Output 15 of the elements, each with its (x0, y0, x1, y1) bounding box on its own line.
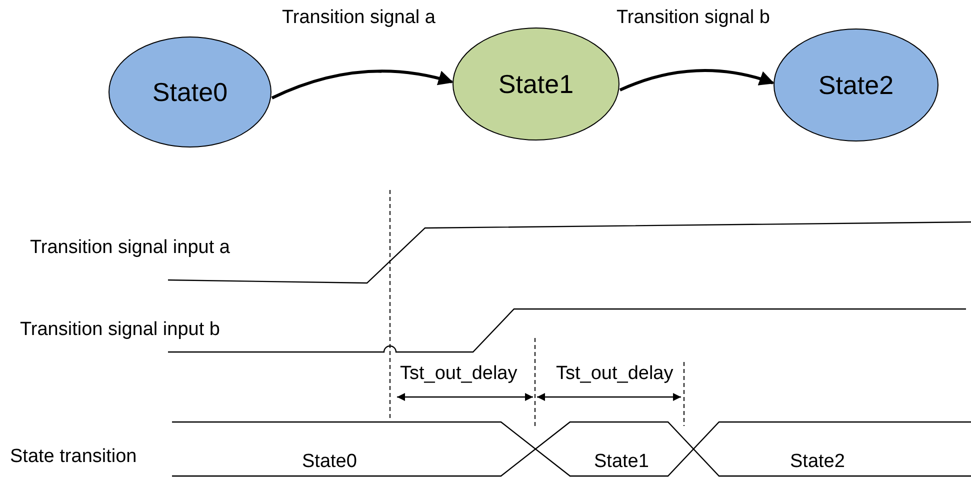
signal-name: State transition (10, 447, 137, 466)
signal-name: Transition signal input a (30, 238, 230, 257)
edge-label: Transition signal a (282, 8, 436, 27)
edge-label: Transition signal b (616, 8, 770, 27)
delay-label: Tst_out_delay (556, 364, 674, 383)
state-ellipse: State0 (108, 36, 272, 148)
arrow (619, 69, 774, 92)
signal-name: Transition signal input b (20, 320, 220, 339)
delay-label: Tst_out_delay (400, 364, 518, 383)
arrow (271, 70, 454, 100)
state-ellipse: State2 (773, 28, 939, 142)
bus-state-label: State2 (790, 452, 845, 471)
bus-state-label: State0 (302, 452, 357, 471)
bus-state-label: State1 (594, 452, 649, 471)
state-ellipse: State1 (452, 27, 620, 141)
